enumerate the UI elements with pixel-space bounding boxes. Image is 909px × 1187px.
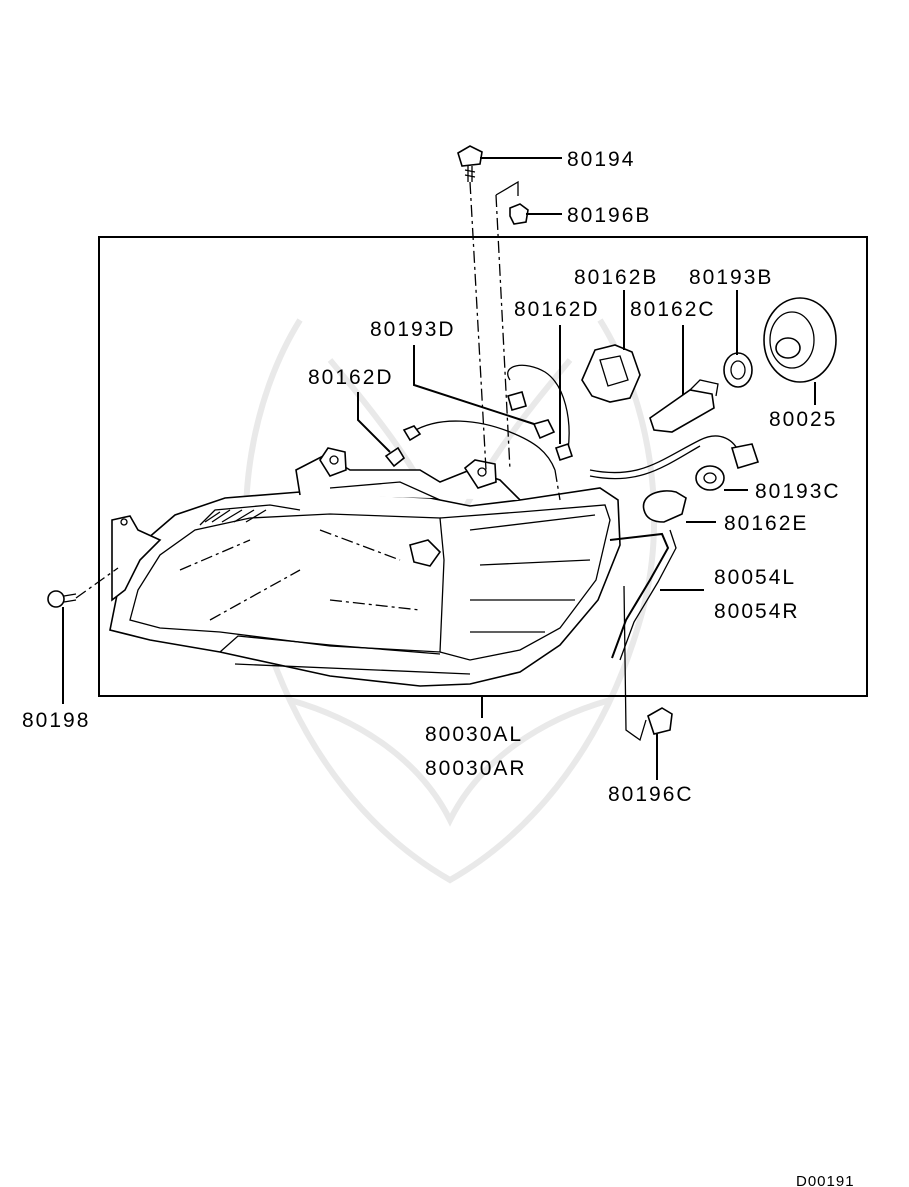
diagram-code: D00191 <box>796 1173 855 1187</box>
bulb-80162E <box>642 490 687 523</box>
label-80198: 80198 <box>22 709 90 732</box>
label-80025: 80025 <box>769 408 837 431</box>
seal-gasket <box>609 532 670 659</box>
label-80162E: 80162E <box>724 512 808 535</box>
label-80193B: 80193B <box>689 266 773 289</box>
bulb-80162D-left <box>384 446 406 468</box>
assembly-frame <box>98 236 868 697</box>
label-80162C: 80162C <box>630 298 716 321</box>
label-80193C: 80193C <box>755 480 841 503</box>
bulb-80162D-top <box>554 442 574 462</box>
label-80030AL: 80030AL <box>425 723 523 746</box>
label-80162D-left: 80162D <box>308 366 394 389</box>
label-80196C: 80196C <box>608 783 694 806</box>
label-80054R: 80054R <box>714 600 800 623</box>
bolt-80194 <box>457 145 483 182</box>
wiring-harness <box>411 364 741 501</box>
bulb-80162C <box>649 379 719 433</box>
leader-lines <box>62 157 816 780</box>
label-80194: 80194 <box>567 148 635 171</box>
label-80030AR: 80030AR <box>425 757 527 780</box>
bulb-80162B <box>581 344 641 403</box>
cap-80025 <box>763 297 837 383</box>
nut-80196B <box>509 203 529 225</box>
label-80196B: 80196B <box>567 204 651 227</box>
label-80054L: 80054L <box>714 566 796 589</box>
label-80162B: 80162B <box>574 266 658 289</box>
headlamp-assembly <box>109 447 621 687</box>
screw-80198 <box>47 590 77 608</box>
clip-80196C <box>647 707 673 735</box>
label-80162D-top: 80162D <box>514 298 600 321</box>
label-80193D: 80193D <box>370 318 456 341</box>
socket-ring-80193B <box>723 352 753 388</box>
connector-80193D <box>532 419 556 440</box>
socket-80193C <box>695 465 725 491</box>
